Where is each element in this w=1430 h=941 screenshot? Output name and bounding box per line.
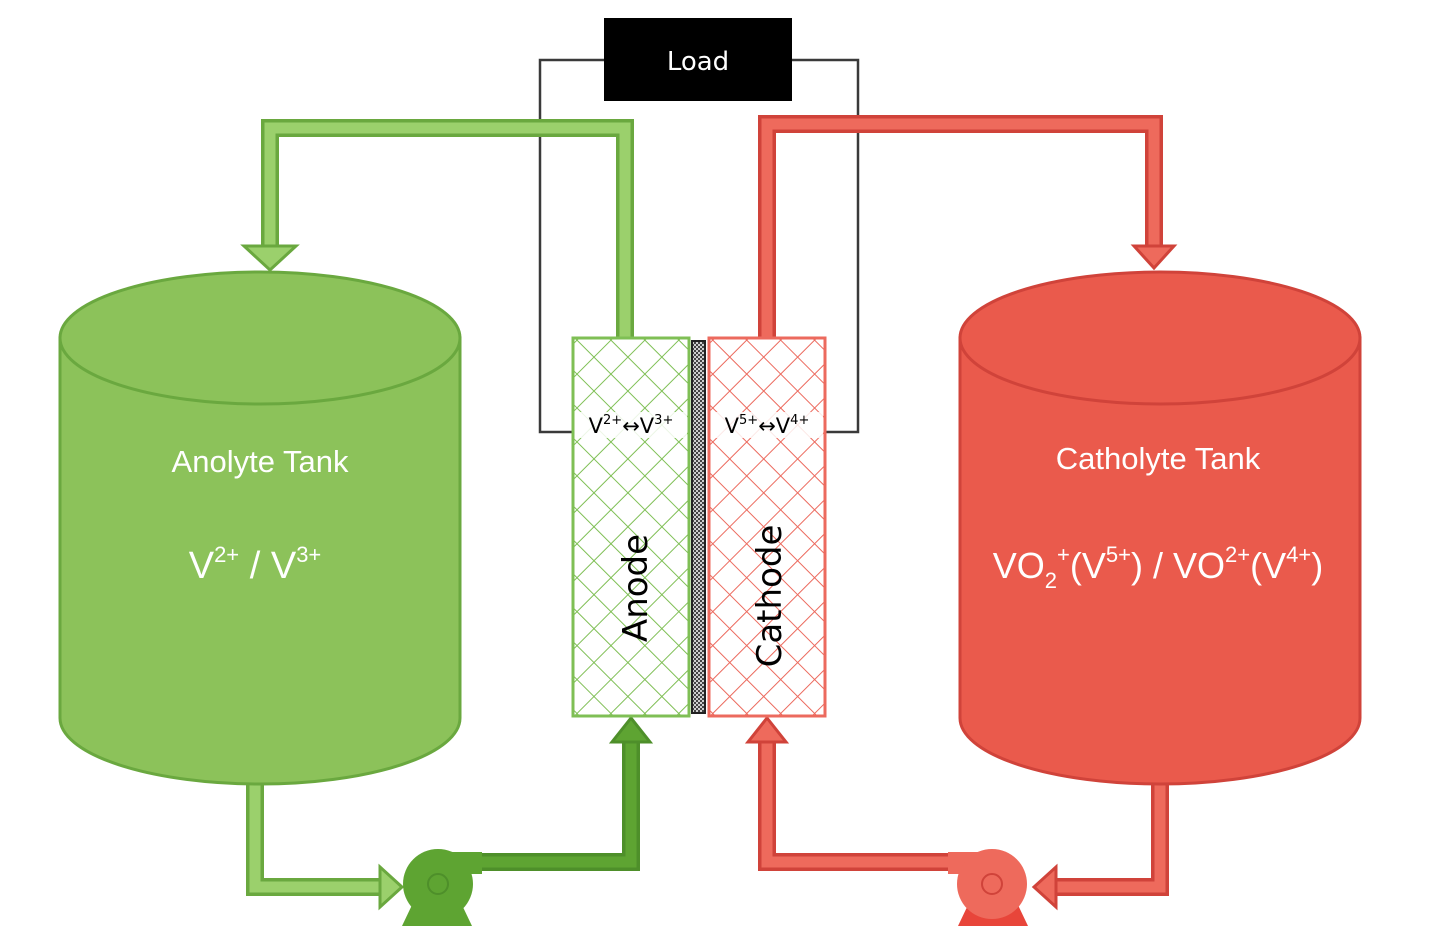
catholyte-tank-title: Catholyte Tank	[1056, 441, 1261, 476]
catholyte-tank-species: VO2+(V5+) / VO2+(V4+)	[993, 542, 1323, 593]
anolyte-pump-icon	[402, 849, 482, 926]
load-box: Load	[604, 18, 792, 101]
cathode-cell: V5+↔V4+ Cathode	[707, 336, 827, 718]
anolyte-piping	[240, 119, 654, 911]
catholyte-piping	[744, 115, 1178, 911]
cathode-label: Cathode	[750, 525, 790, 668]
anode-cell: V2+↔V3+ Anode	[571, 336, 691, 718]
anolyte-tank: Anolyte Tank V2+ / V3+	[58, 270, 462, 786]
anolyte-tank-title: Anolyte Tank	[172, 444, 349, 479]
anode-label: Anode	[616, 534, 656, 642]
catholyte-pump-icon	[948, 849, 1028, 926]
cathode-reaction: V5+↔V4+	[725, 413, 810, 438]
membrane	[691, 340, 706, 714]
load-label: Load	[667, 47, 729, 77]
circuit-wires	[538, 58, 860, 434]
catholyte-tank: Catholyte Tank VO2+(V5+) / VO2+(V4+)	[958, 270, 1362, 786]
